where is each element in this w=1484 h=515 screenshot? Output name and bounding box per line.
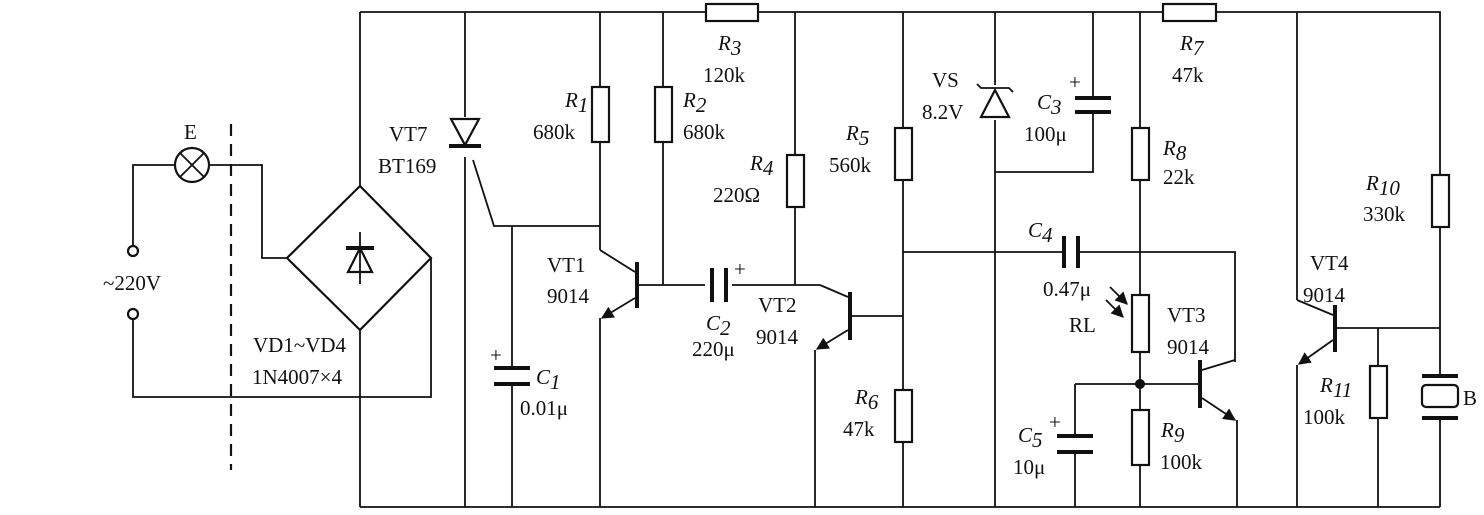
capacitor-c5 bbox=[1057, 434, 1093, 454]
label-r5-value: 560k bbox=[829, 153, 872, 177]
buzzer-b bbox=[1420, 374, 1460, 420]
label-vt3-part: 9014 bbox=[1167, 335, 1210, 359]
resistor-r1 bbox=[590, 85, 611, 144]
label-r2-ref: R2 bbox=[682, 88, 707, 117]
label-bridge-name: VD1~VD4 bbox=[253, 333, 347, 357]
vs-c3-link bbox=[995, 112, 1094, 173]
label-c3-ref: C3 bbox=[1037, 90, 1062, 119]
resistor-r11 bbox=[1368, 364, 1389, 420]
bridge-rectifier bbox=[285, 184, 433, 332]
label-r11-ref: R11 bbox=[1319, 373, 1352, 402]
photoresistor-rl bbox=[1105, 286, 1151, 354]
label-r4-value: 220Ω bbox=[713, 183, 760, 207]
label-r1-ref: R1 bbox=[564, 88, 588, 117]
lamp-e bbox=[173, 146, 211, 184]
label-r11-value: 100k bbox=[1303, 405, 1346, 429]
label-c2-plus: + bbox=[734, 257, 746, 281]
resistor-r7 bbox=[1161, 2, 1218, 23]
label-r2-value: 680k bbox=[683, 120, 726, 144]
label-c1-ref: C1 bbox=[536, 365, 561, 394]
capacitor-c2 bbox=[710, 268, 728, 302]
label-vt1-name: VT1 bbox=[547, 253, 586, 277]
label-c4-value: 0.47μ bbox=[1043, 277, 1091, 301]
label-c3-plus: + bbox=[1069, 70, 1081, 94]
junction-dot bbox=[1135, 379, 1145, 389]
bridge-right-wire bbox=[360, 258, 432, 398]
label-vt4-name: VT4 bbox=[1310, 251, 1349, 275]
supply-terminal-top bbox=[126, 244, 140, 258]
label-vt2-part: 9014 bbox=[756, 325, 799, 349]
label-c4-ref: C4 bbox=[1028, 218, 1053, 247]
label-r4-ref: R4 bbox=[749, 151, 774, 180]
label-vt2-name: VT2 bbox=[758, 293, 797, 317]
label-c1-value: 0.01μ bbox=[520, 396, 568, 420]
scr-vt7 bbox=[449, 117, 481, 148]
resistor-r5 bbox=[893, 126, 914, 182]
label-c5-plus: + bbox=[1049, 410, 1061, 434]
label-scr-name: VT7 bbox=[389, 122, 428, 146]
capacitor-c4 bbox=[1062, 236, 1080, 268]
resistor-r3 bbox=[704, 2, 760, 23]
resistor-r10 bbox=[1430, 173, 1451, 229]
mains-bottom bbox=[132, 319, 360, 398]
label-r10-value: 330k bbox=[1363, 202, 1406, 226]
label-vt4-part: 9014 bbox=[1303, 283, 1346, 307]
label-rl-name: RL bbox=[1069, 313, 1096, 337]
mains-top-left bbox=[132, 164, 174, 247]
transistor-vt1 bbox=[599, 249, 639, 319]
transistor-vt4 bbox=[1296, 299, 1337, 365]
label-supply: ~220V bbox=[103, 271, 161, 295]
supply-terminal-bottom bbox=[126, 307, 140, 321]
capacitor-c1 bbox=[494, 366, 530, 386]
scr-gate-wire bbox=[472, 159, 600, 227]
label-r7-value: 47k bbox=[1172, 63, 1204, 87]
label-vt3-name: VT3 bbox=[1167, 303, 1206, 327]
wiring bbox=[132, 11, 1441, 508]
label-c5-ref: C5 bbox=[1018, 423, 1043, 452]
label-r3-value: 120k bbox=[703, 63, 746, 87]
label-lamp: E bbox=[184, 120, 197, 144]
resistor-r2 bbox=[653, 85, 674, 144]
label-r8-value: 22k bbox=[1163, 165, 1195, 189]
transistor-vt3 bbox=[1198, 359, 1237, 421]
label-r6-value: 47k bbox=[843, 417, 875, 441]
label-r6-ref: R6 bbox=[854, 385, 879, 414]
resistor-r4 bbox=[785, 153, 806, 209]
label-r5-ref: R5 bbox=[845, 121, 869, 150]
mains-top-right bbox=[210, 164, 287, 259]
resistor-r6 bbox=[893, 388, 914, 444]
label-r8-ref: R8 bbox=[1162, 136, 1187, 165]
label-r9-ref: R9 bbox=[1160, 418, 1185, 447]
label-c1-plus: + bbox=[490, 343, 502, 367]
label-vt1-part: 9014 bbox=[547, 284, 590, 308]
label-c5-value: 10μ bbox=[1013, 455, 1045, 479]
label-r3-ref: R3 bbox=[717, 31, 741, 60]
transistor-vt2 bbox=[815, 292, 852, 350]
resistor-r9 bbox=[1130, 408, 1151, 467]
zener-diode-vs bbox=[976, 83, 1014, 119]
label-vs-value: 8.2V bbox=[922, 100, 963, 124]
label-r1-value: 680k bbox=[533, 120, 576, 144]
top-rail-right bbox=[1216, 11, 1441, 175]
capacitor-c3 bbox=[1075, 96, 1111, 114]
label-vs-name: VS bbox=[932, 68, 959, 92]
resistor-r8 bbox=[1130, 126, 1151, 182]
label-c2-value: 220μ bbox=[692, 337, 735, 361]
label-scr-part: BT169 bbox=[378, 154, 436, 178]
label-r7-ref: R7 bbox=[1179, 31, 1205, 60]
label-c3-value: 100μ bbox=[1024, 122, 1067, 146]
label-r10-ref: R10 bbox=[1365, 171, 1400, 200]
c4-right-wire bbox=[1080, 251, 1236, 362]
label-c2-ref: C2 bbox=[706, 311, 731, 340]
vt2-collector-wire bbox=[819, 284, 849, 298]
label-buzzer: B bbox=[1463, 386, 1477, 410]
label-bridge-part: 1N4007×4 bbox=[252, 365, 343, 389]
label-r9-value: 100k bbox=[1160, 450, 1203, 474]
